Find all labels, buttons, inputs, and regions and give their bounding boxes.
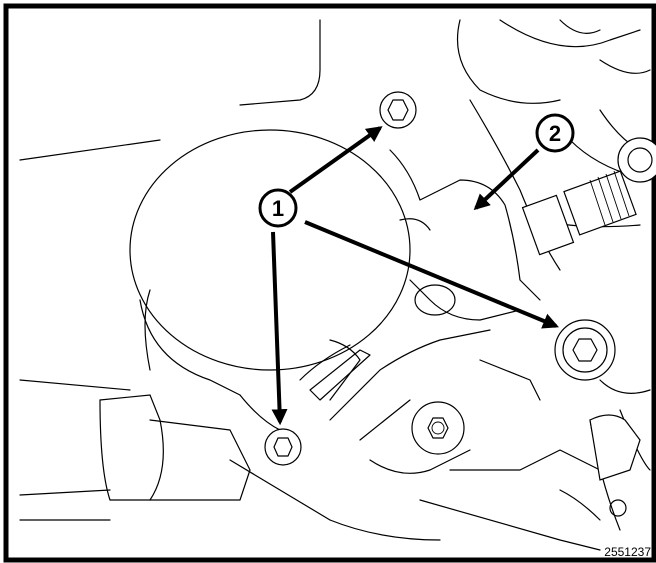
bolt-bottom xyxy=(264,428,302,466)
leader-arrows xyxy=(271,126,559,426)
callout-2-label: 2 xyxy=(549,121,561,146)
arrow-to-bolt-top xyxy=(288,126,383,194)
bolt-right xyxy=(554,319,616,381)
pipe-fitting xyxy=(521,137,656,256)
figure-number: 2551237 xyxy=(604,545,651,559)
pump-housing xyxy=(129,129,541,474)
arrow-to-bolt-right xyxy=(304,220,559,329)
lower-right-bracket xyxy=(559,414,641,521)
arrow-to-bolt-bottom xyxy=(271,231,288,426)
callout-2: 2 xyxy=(535,113,575,153)
callout-1-label: 1 xyxy=(272,196,284,221)
bolt-top xyxy=(379,91,417,129)
figure-border xyxy=(3,3,656,563)
arrow-to-pump xyxy=(473,148,540,211)
left-bracket xyxy=(19,394,251,521)
callout-1: 1 xyxy=(258,188,298,228)
torx-screw xyxy=(411,401,465,455)
